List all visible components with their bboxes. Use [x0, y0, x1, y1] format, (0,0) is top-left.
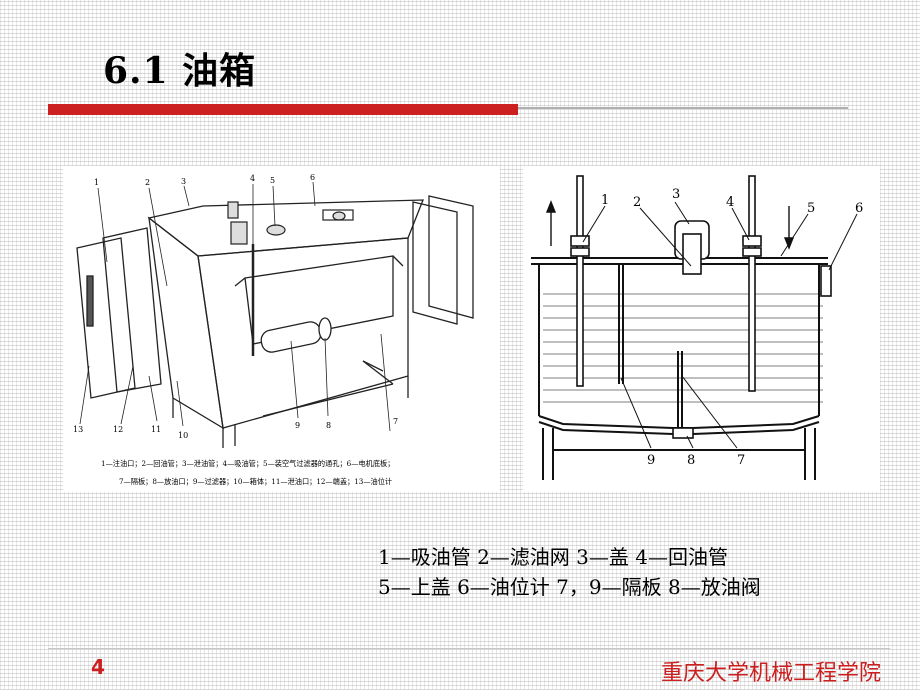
right-callout-4: 4: [726, 195, 734, 210]
right-end-cover: [412, 195, 474, 325]
right-callout-8: 8: [687, 453, 695, 468]
left-callout-8: 8: [326, 421, 331, 430]
left-callout-2: 2: [145, 178, 150, 187]
pipes: [570, 175, 762, 392]
flow-arrows: [545, 200, 795, 250]
oil-level-gauge: [820, 265, 832, 297]
left-callout-6: 6: [310, 173, 315, 182]
right-callout-9: 9: [647, 453, 655, 468]
left-callout-9: 9: [295, 421, 300, 430]
left-callout-10: 10: [178, 431, 188, 440]
end-cover-plates: [76, 227, 162, 399]
drain-valve: [672, 427, 694, 439]
left-leader-lines: [79, 181, 391, 432]
right-callout-6: 6: [855, 201, 863, 216]
title-underline-red: [48, 104, 518, 115]
left-callout-7: 7: [393, 417, 398, 426]
left-caption-line-1: 1—注油口；2—回油管；3—泄油管；4—吸油管；5—装空气过滤器的通孔；6—电机…: [101, 459, 394, 468]
filter-element: [260, 317, 332, 353]
left-callout-4: 4: [250, 174, 255, 183]
tank-section-walls: [531, 257, 828, 480]
component-legend: 1—吸油管 2—滤油网 3—盖 4—回油管 5—上盖 6—油位计 7，9—隔板 …: [378, 542, 761, 602]
tank-body: [147, 199, 424, 448]
left-callout-12: 12: [113, 425, 123, 434]
left-caption-line-2: 7—隔板；8—放油口；9—过滤器；10—箱体；11—泄油口；12—端盖；13—油…: [119, 477, 392, 486]
left-callout-5: 5: [270, 176, 275, 185]
left-callout-13: 13: [73, 425, 83, 434]
right-callout-labels: 1 2 3 4 5 6 7 8 9: [601, 187, 863, 468]
footer-school-name: 重庆大学机械工程学院: [661, 661, 882, 686]
filler-cap: [674, 220, 710, 275]
left-callout-labels: 1 2 3 4 5 6 7 8 9 10 11 12 13: [73, 173, 398, 440]
oil-fill-lines: [543, 293, 823, 403]
slide-title: 6.1 油箱: [103, 50, 257, 92]
legend-line-2: 5—上盖 6—油位计 7，9—隔板 8—放油阀: [378, 575, 761, 599]
right-callout-3: 3: [672, 187, 680, 202]
oil-tank-isometric-figure: 1 2 3 4 5 6 7 8 9 10 11 12 13 1—注油口；2—回油…: [63, 166, 500, 492]
top-fittings: [227, 201, 354, 245]
legend-line-1: 1—吸油管 2—滤油网 3—盖 4—回油管: [378, 545, 728, 569]
page-number: 4: [91, 655, 105, 679]
oil-tank-isometric-drawing: 1 2 3 4 5 6 7 8 9 10 11 12 13 1—注油口；2—回油…: [73, 173, 474, 486]
right-callout-2: 2: [633, 195, 641, 210]
oil-tank-section-figure: 1 2 3 4 5 6 7 8 9: [523, 166, 880, 492]
title-underline-grey: [518, 107, 848, 109]
right-leader-lines: [582, 201, 858, 449]
right-callout-1: 1: [601, 193, 609, 208]
left-callout-1: 1: [94, 178, 99, 187]
footer-divider: [48, 648, 890, 649]
left-callout-11: 11: [151, 425, 161, 434]
left-callout-3: 3: [181, 177, 186, 186]
right-callout-7: 7: [737, 453, 745, 468]
oil-tank-section-drawing: 1 2 3 4 5 6 7 8 9: [531, 175, 863, 480]
right-callout-5: 5: [807, 201, 815, 216]
